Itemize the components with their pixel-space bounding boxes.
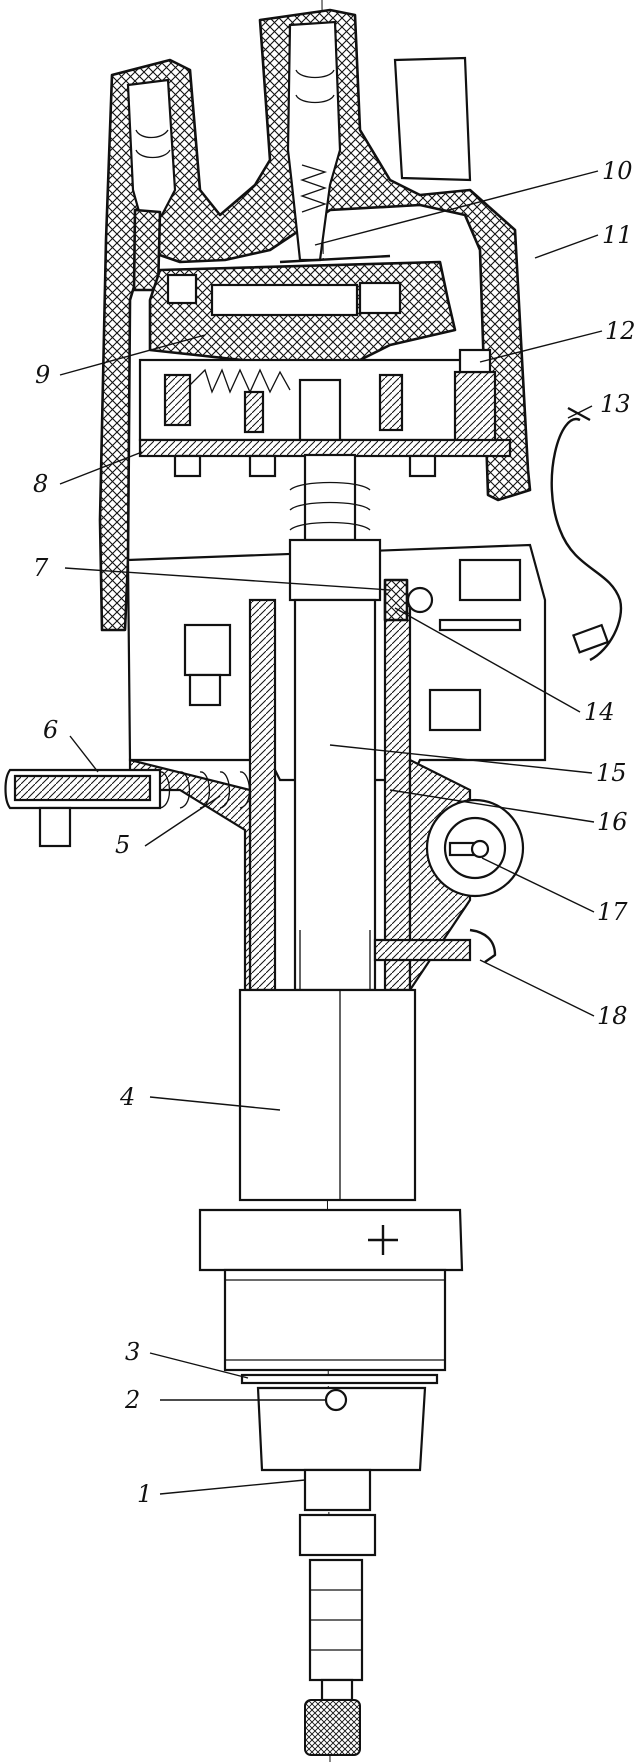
- leader-11: [534, 234, 599, 259]
- callout-1: 1: [137, 1480, 152, 1508]
- breaker-plate: [138, 438, 512, 478]
- leader-9: [59, 334, 206, 376]
- leader-17: [481, 857, 595, 913]
- callout-10: 10: [602, 157, 633, 185]
- callout-6: 6: [43, 716, 58, 744]
- upper-shaft: [289, 453, 371, 551]
- callout-labels: 1 2 3 4 5 6 7 8 9 10 11 12 13 14 15 16 1…: [33, 157, 636, 1508]
- callout-4: 4: [119, 1083, 135, 1111]
- octane-corrector: [425, 798, 525, 963]
- leader-7: [64, 567, 391, 591]
- callout-5: 5: [115, 831, 130, 859]
- callout-13: 13: [600, 390, 631, 418]
- main-shaft: [288, 538, 472, 992]
- callout-9: 9: [35, 361, 50, 389]
- mounting-flange: [198, 1208, 464, 1372]
- distributor-cap: [98, 8, 532, 632]
- leader-15: [329, 744, 593, 774]
- callout-14: 14: [584, 698, 615, 726]
- leader-16: [389, 789, 595, 823]
- leader-4: [149, 1096, 281, 1111]
- callout-16: 16: [597, 808, 628, 836]
- callout-2: 2: [124, 1386, 140, 1414]
- leader-12: [479, 330, 603, 363]
- leader-8: [59, 451, 143, 485]
- leader-18: [479, 959, 595, 1017]
- callout-3: 3: [125, 1338, 140, 1366]
- callout-11: 11: [602, 221, 633, 249]
- centrifugal-advance: [138, 348, 497, 444]
- leader-1: [159, 1479, 306, 1495]
- callout-7: 7: [33, 554, 49, 582]
- lower-housing: [238, 988, 417, 1202]
- leader-3: [149, 1352, 249, 1379]
- leader-14: [394, 607, 581, 713]
- rotor: [148, 254, 457, 364]
- leader-lines: [59, 170, 603, 1495]
- leader-6: [69, 735, 99, 773]
- callout-15: 15: [596, 759, 627, 787]
- callout-17: 17: [597, 898, 628, 926]
- lubricator-fitting: [4, 768, 251, 848]
- coupling-assembly: [240, 1373, 439, 1756]
- callout-18: 18: [597, 1002, 628, 1030]
- leader-10: [314, 170, 599, 246]
- spring-clip: [550, 406, 623, 662]
- leader-5: [144, 795, 221, 847]
- callout-8: 8: [33, 470, 48, 498]
- leader-13: [567, 405, 593, 419]
- callout-12: 12: [605, 317, 636, 345]
